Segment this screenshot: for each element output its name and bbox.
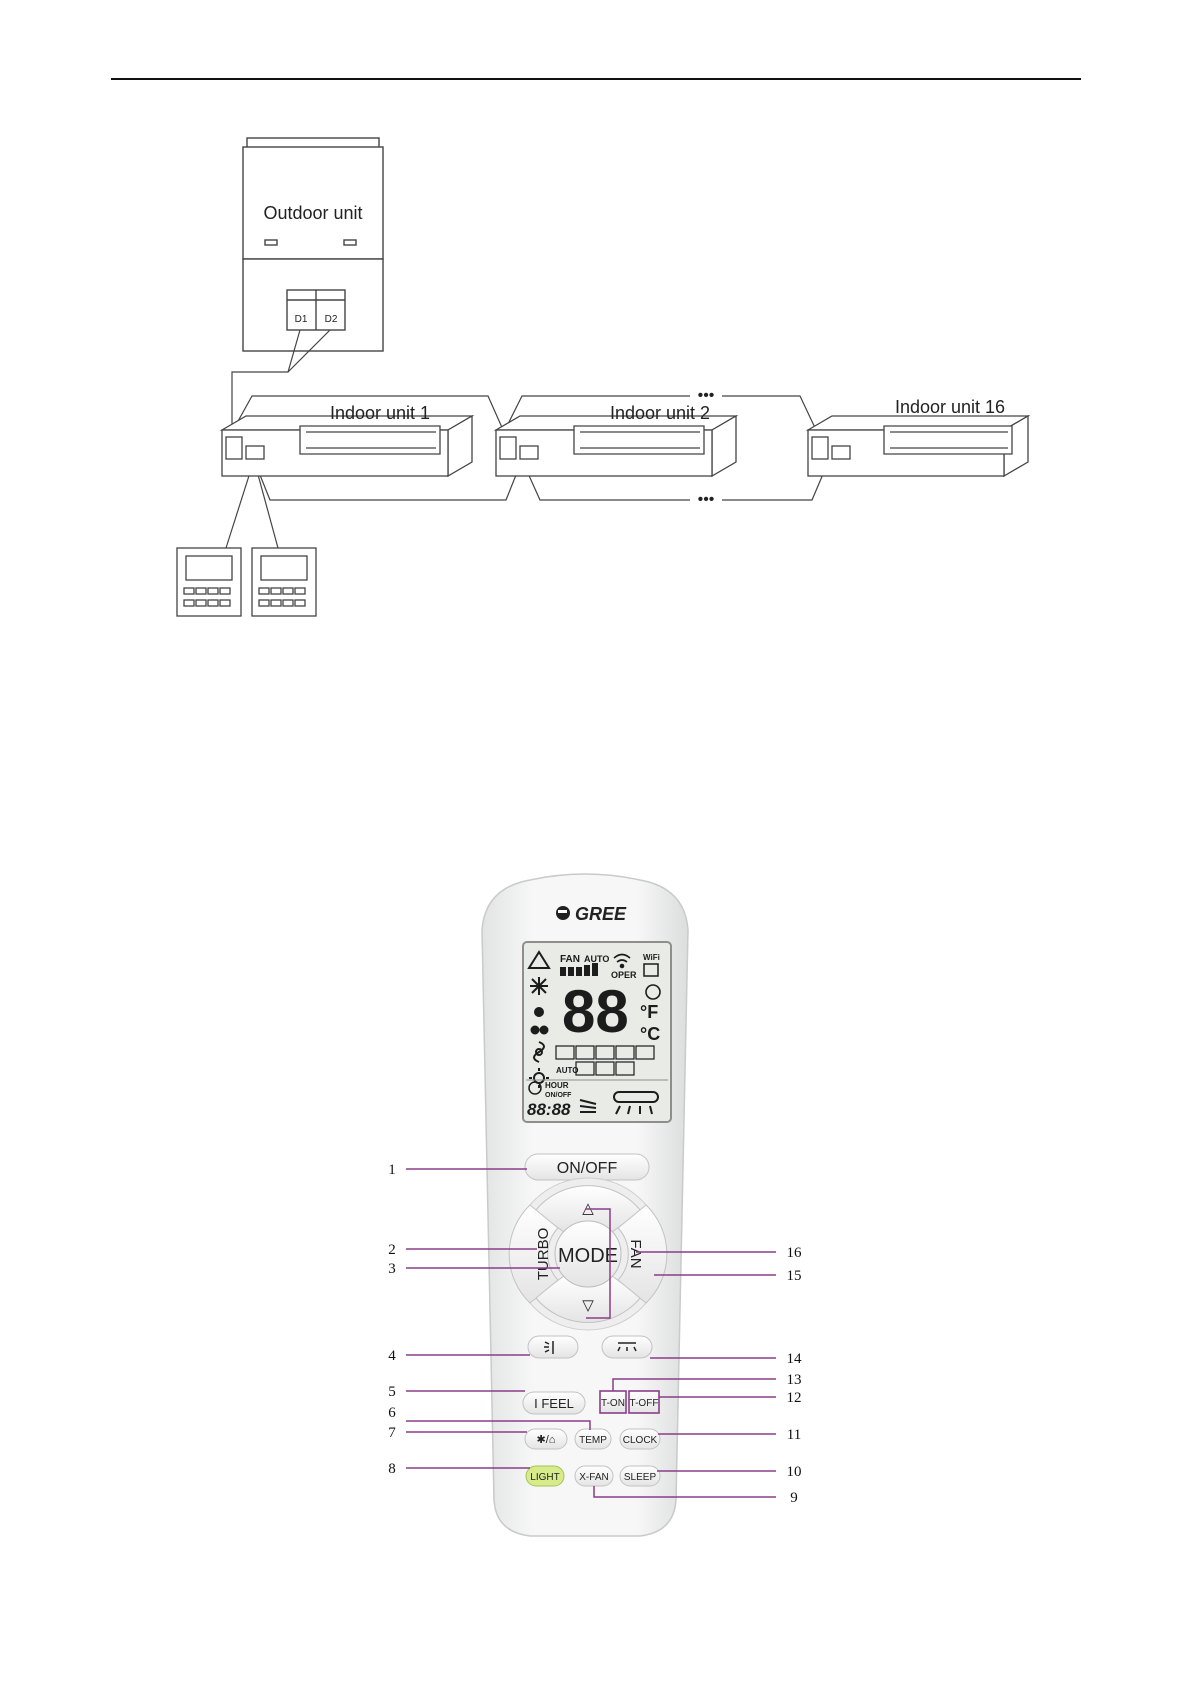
xfan-button-label: X-FAN (579, 1472, 608, 1483)
lcd-auto-text: AUTO (584, 954, 609, 964)
lcd-onoff-text: ON/OFF (545, 1092, 572, 1099)
callout-3: 3 (388, 1261, 396, 1277)
sleep-button-label: SLEEP (624, 1472, 657, 1483)
lcd-fan-text: FAN (560, 954, 580, 965)
callout-1: 1 (388, 1162, 396, 1178)
callout-16: 16 (787, 1245, 803, 1261)
lcd-temperature-digits: 88 (562, 978, 629, 1045)
lcd-unit-c: °C (640, 1024, 660, 1044)
lcd-wifi-text: WiFi (643, 953, 660, 962)
callout-2: 2 (388, 1242, 396, 1258)
callout-6: 6 (388, 1405, 396, 1421)
gree-logo-icon (556, 906, 570, 920)
lcd-time-digits: 88:88 (527, 1100, 571, 1119)
clock-button-label: CLOCK (623, 1435, 658, 1446)
callout-14: 14 (787, 1351, 803, 1367)
callout-15: 15 (787, 1268, 802, 1284)
light-button-label: LIGHT (530, 1472, 559, 1483)
callout-8: 8 (388, 1461, 396, 1477)
callout-9: 9 (790, 1490, 798, 1506)
callout-11: 11 (787, 1427, 801, 1443)
ifeel-button-label: I FEEL (534, 1396, 574, 1411)
turbo-button-label: TURBO (535, 1228, 552, 1281)
ton-button-label: T-ON (601, 1398, 625, 1409)
onoff-button-label: ON/OFF (557, 1160, 618, 1177)
brand-name: GREE (575, 904, 627, 924)
toff-button-label: T-OFF (630, 1398, 659, 1409)
callout-13: 13 (787, 1372, 802, 1388)
callout-5: 5 (388, 1384, 396, 1400)
temp-button-label: TEMP (579, 1435, 607, 1446)
lcd-auto-small: AUTO (556, 1066, 579, 1075)
callout-10: 10 (787, 1464, 802, 1480)
lcd-unit-f: °F (640, 1002, 658, 1022)
lcd-hour-text: HOUR (545, 1081, 569, 1090)
down-arrow-icon: ▽ (582, 1297, 594, 1314)
callout-4: 4 (388, 1348, 396, 1364)
fan-button-label: FAN (627, 1239, 644, 1268)
callout-7: 7 (388, 1425, 396, 1441)
health-button-label: ✱/⌂ (537, 1434, 556, 1446)
mode-button-label: MODE (558, 1245, 618, 1267)
callout-12: 12 (787, 1390, 802, 1406)
